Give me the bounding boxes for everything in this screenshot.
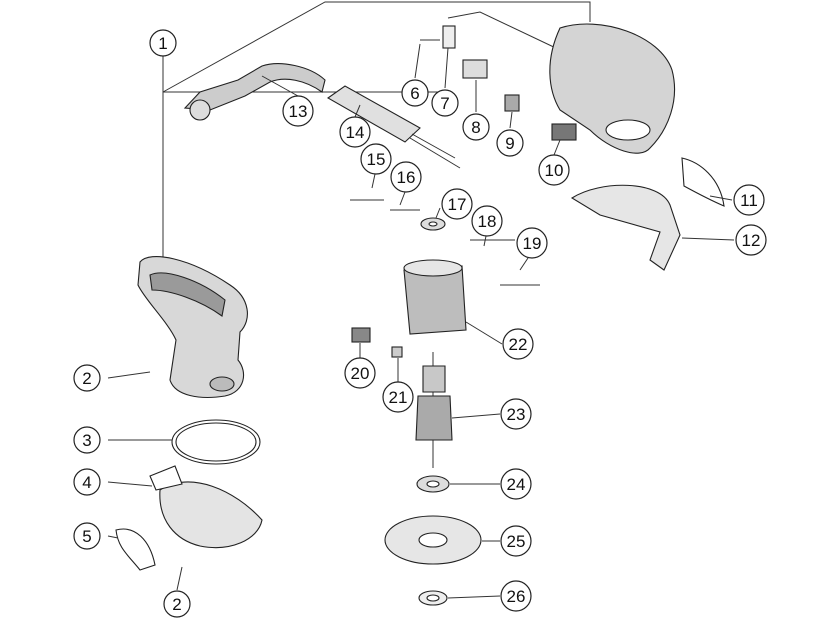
callout-2b: 2 bbox=[163, 590, 191, 618]
svg-text:22: 22 bbox=[509, 335, 528, 354]
o-ring-part bbox=[171, 419, 261, 465]
svg-text:9: 9 bbox=[505, 134, 514, 153]
callout-4: 4 bbox=[73, 468, 101, 496]
svg-text:17: 17 bbox=[448, 195, 467, 214]
callout-3: 3 bbox=[73, 426, 101, 454]
svg-text:20: 20 bbox=[351, 364, 370, 383]
callout-24: 24 bbox=[500, 468, 532, 500]
callout-15: 15 bbox=[360, 143, 392, 175]
callout-13: 13 bbox=[282, 95, 314, 127]
clip-part bbox=[115, 528, 156, 571]
svg-text:21: 21 bbox=[389, 388, 408, 407]
callout-23: 23 bbox=[500, 398, 532, 430]
bearing-part bbox=[420, 217, 446, 231]
callout-11: 11 bbox=[733, 184, 765, 216]
svg-text:14: 14 bbox=[346, 123, 365, 142]
callout-17: 17 bbox=[441, 188, 473, 220]
svg-text:2: 2 bbox=[172, 595, 181, 614]
callout-22: 22 bbox=[502, 328, 534, 360]
pad-cover-part bbox=[149, 465, 263, 549]
svg-text:2: 2 bbox=[82, 369, 91, 388]
callout-8: 8 bbox=[462, 113, 490, 141]
callout-18: 18 bbox=[471, 205, 503, 237]
svg-text:6: 6 bbox=[410, 84, 419, 103]
callout-1: 1 bbox=[149, 29, 177, 57]
callout-7: 7 bbox=[431, 89, 459, 117]
svg-text:19: 19 bbox=[523, 234, 542, 253]
switch-housing-part bbox=[549, 23, 676, 154]
callout-10: 10 bbox=[538, 154, 570, 186]
callout-20: 20 bbox=[344, 357, 376, 389]
callout-12: 12 bbox=[735, 224, 767, 256]
fan-part bbox=[384, 515, 482, 565]
callout-2: 2 bbox=[73, 364, 101, 392]
cord-sleeve-part bbox=[326, 85, 461, 169]
callout-14: 14 bbox=[339, 116, 371, 148]
svg-text:5: 5 bbox=[82, 527, 91, 546]
callout-16: 16 bbox=[390, 161, 422, 193]
cord-part bbox=[183, 63, 326, 121]
leader-lines bbox=[107, 43, 735, 599]
svg-text:11: 11 bbox=[740, 191, 758, 210]
callout-9: 9 bbox=[496, 129, 524, 157]
svg-text:13: 13 bbox=[289, 102, 308, 121]
washer-part bbox=[418, 590, 448, 606]
svg-text:7: 7 bbox=[440, 94, 449, 113]
callout-26: 26 bbox=[500, 580, 532, 612]
assembly-lines bbox=[162, 1, 591, 260]
svg-text:25: 25 bbox=[507, 532, 526, 551]
housing-part bbox=[137, 256, 248, 398]
callout-6: 6 bbox=[401, 79, 429, 107]
bearing-lower-part bbox=[416, 475, 450, 493]
callout-5: 5 bbox=[73, 522, 101, 550]
svg-text:16: 16 bbox=[397, 168, 416, 187]
svg-text:1: 1 bbox=[158, 34, 167, 53]
stator-part bbox=[350, 199, 540, 335]
handle-part bbox=[570, 157, 725, 271]
svg-text:3: 3 bbox=[82, 431, 91, 450]
svg-text:10: 10 bbox=[545, 161, 564, 180]
svg-text:15: 15 bbox=[367, 150, 386, 169]
brush-parts bbox=[351, 327, 403, 358]
callouts: 1 2 3 4 5 2 6 7 8 9 10 11 12 13 14 15 16… bbox=[73, 29, 767, 618]
svg-text:4: 4 bbox=[82, 473, 91, 492]
svg-text:8: 8 bbox=[471, 118, 480, 137]
armature-part bbox=[415, 352, 453, 468]
small-parts-top bbox=[420, 25, 577, 141]
callout-19: 19 bbox=[516, 227, 548, 259]
svg-text:18: 18 bbox=[478, 212, 497, 231]
svg-text:24: 24 bbox=[507, 475, 526, 494]
svg-text:23: 23 bbox=[507, 405, 526, 424]
svg-text:12: 12 bbox=[742, 231, 761, 250]
callout-25: 25 bbox=[500, 525, 532, 557]
callout-21: 21 bbox=[382, 381, 414, 413]
svg-text:26: 26 bbox=[507, 587, 526, 606]
